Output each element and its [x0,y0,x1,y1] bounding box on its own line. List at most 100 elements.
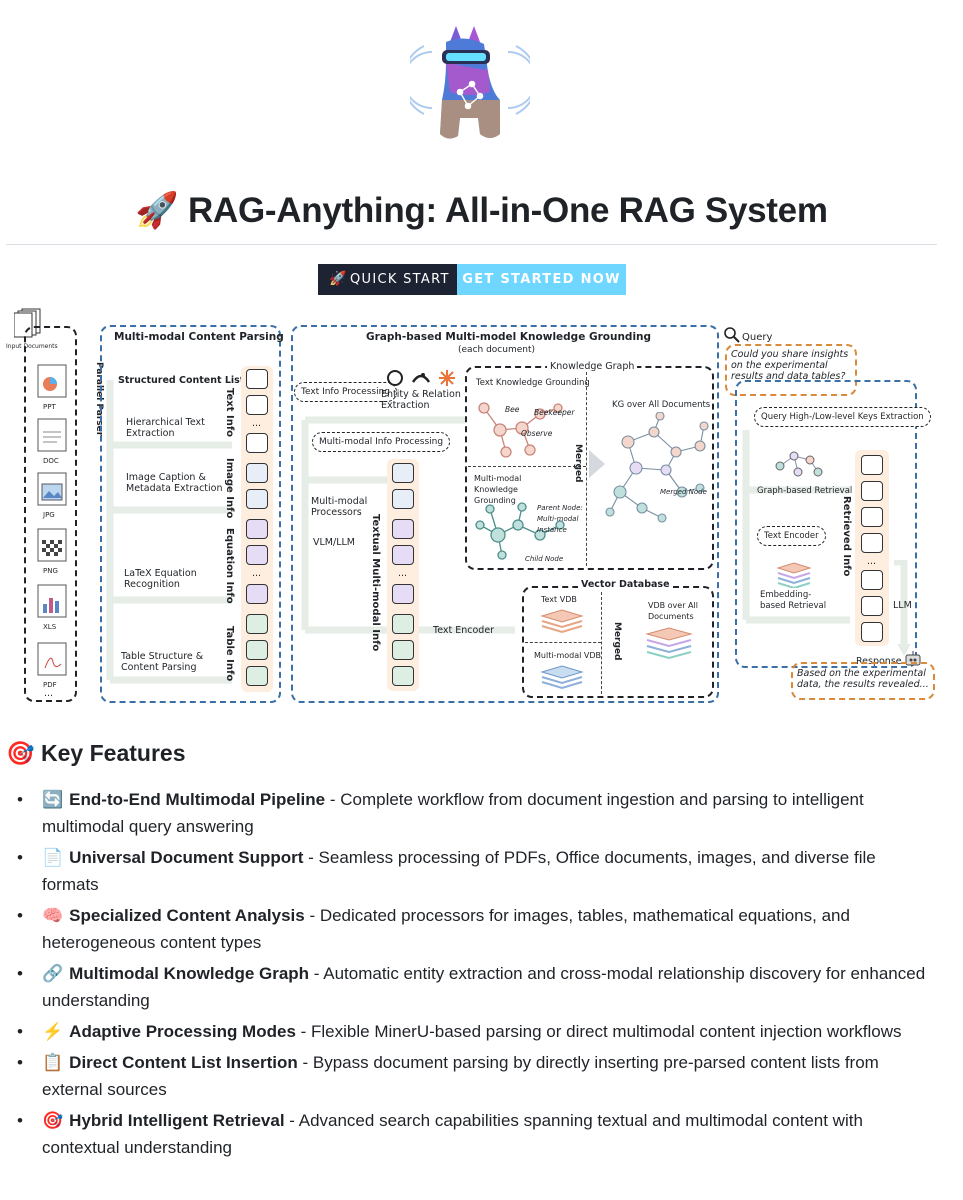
feature-name: Specialized Content Analysis [69,906,305,925]
retrieved-cell [861,596,883,616]
grounding-title: Graph-based Multi-model Knowledge Ground… [366,331,652,343]
feature-item: •🎯Hybrid Intelligent Retrieval - Advance… [0,1107,937,1161]
magnifier-icon [724,327,740,343]
equation-cell [392,545,414,565]
feature-list: •🔄End-to-End Multimodal Pipeline - Compl… [0,786,963,1165]
doc-type-ppt: PPT [43,403,56,411]
ellipsis: ... [867,556,877,567]
feature-item: • 🧠 Specialized Content Analysis - Dedicat… [0,902,937,956]
child-node-label: Child Node [525,555,564,563]
equation-cell [246,545,268,565]
query-text: Could you share insights on the experime… [731,349,849,382]
bullet: • [17,1111,23,1130]
retrieved-cell [861,622,883,642]
equation-cell [246,584,268,604]
table-cell [246,614,268,634]
feature-item: •📋Direct Content List Insertion - Bypass… [0,1049,937,1103]
kg-over-all-label: KG over All Documents [612,400,711,410]
vlm-llm-label: VLM/LLM [313,537,355,548]
grounding-subtitle: (each document) [458,345,535,355]
feature-description: - Flexible MinerU-based parsing or direc… [295,1022,902,1041]
text-cell [246,369,268,389]
text-vdb-label: Text VDB [541,595,577,604]
text-encoder-pill: Text Encoder [757,526,826,546]
bullet: • [17,848,23,867]
image-info-label: Image Info [224,458,235,519]
structured-list-label: Structured Content List [118,375,245,386]
quick-start-button[interactable]: 🚀 QUICK START [318,264,457,295]
png-file-icon [37,528,69,564]
image-cell [246,489,268,509]
feature-name: Direct Content List Insertion [69,1053,298,1072]
merged-node-label: Merged Node [660,488,707,496]
entity-relation-label: Entity & Relation Extraction [381,389,461,411]
feature-description: - Seamless processing of PDFs, Office do… [42,848,876,894]
retrieval-stack-icon [776,560,812,590]
observe-label: Observe [521,429,553,438]
retrieval-panel [735,380,917,668]
feature-item: •📄Universal Document Support - Seamless … [0,844,937,898]
latex-recognition-label: LaTeX Equation Recognition [124,568,197,590]
jpg-file-icon [37,472,69,508]
parent-node-label: Parent Node: Multi-modal Instance [537,504,583,534]
doc-type-jpg: JPG [43,511,55,519]
doc-type-pdf: PDF [43,681,57,689]
vdb-divider [525,642,601,643]
equation-cell [392,584,414,604]
rocket-icon: 🚀 [329,271,348,287]
vdb-over-all-label: VDB over All Documents [648,601,698,621]
retrieved-cell [861,455,883,475]
mm-vdb-label: Multi-modal VDB [534,651,601,660]
kg-vertical-divider [586,372,587,566]
response-label: Response [856,656,902,667]
get-started-button[interactable]: GET STARTED NOW [457,264,626,295]
table-cell [246,666,268,686]
multimodal-processors-label: Multi-modal Processors [311,496,368,518]
llama-logo [402,22,538,150]
bee-label: Bee [505,405,520,414]
table-parsing-label: Table Structure & Content Parsing [121,651,204,673]
bullet: • [17,1053,23,1072]
doc-type-xls: XLS [43,623,57,631]
title-divider [6,244,937,245]
xls-file-icon [37,584,69,620]
feature-item: •⚡Adaptive Processing Modes - Flexible M… [0,1018,937,1045]
graph-retrieval-label: Graph-based Retrieval [757,486,853,496]
parsing-flow-arrows [102,360,252,700]
doc-file-icon [37,418,69,454]
table-cell [392,640,414,660]
doc-type-more: ... [44,688,54,699]
response-text: Based on the experimental data, the resu… [797,668,929,690]
image-cell [246,463,268,483]
feature-name: End-to-End Multimodal Pipeline [69,790,326,809]
feature-emoji-icon: 🧠 [42,906,64,925]
llm-provider-icons [385,368,459,388]
bullet: • [17,906,23,925]
architecture-diagram: Input Documents PPT DOC JPG PNG XLS PDF … [0,300,963,710]
feature-name: Adaptive Processing Modes [69,1022,296,1041]
vdb-merged-label: Merged [612,622,622,661]
feature-description: - Bypass document parsing by directly in… [42,1053,879,1099]
image-caption-label: Image Caption & Metadata Extraction [126,472,223,494]
parallel-parser-label: Parallel Parser [94,362,104,437]
text-vdb-stack-icon [540,606,584,636]
equation-cell [246,519,268,539]
pdf-file-icon [37,642,69,678]
mm-kg-grounding-label: Multi-modal Knowledge Grounding [474,474,522,505]
embedding-retrieval-label: Embedding-based Retrieval [760,590,827,611]
multimodal-info-processing-pill: Multi-modal Info Processing [312,432,451,452]
feature-emoji-icon: ⚡ [42,1022,64,1041]
ellipsis: ... [398,568,408,579]
knowledge-graph-title: Knowledge Graph [547,361,638,372]
feature-description: - Automatic entity extraction and cross-… [42,964,926,1010]
retrieved-cell [861,570,883,590]
table-info-label: Table Info [224,626,235,682]
feature-description: - Advanced search capabilities spanning … [42,1111,863,1157]
vdb-all-stack-icon [644,624,694,664]
feature-emoji-icon: 🎯 [42,1111,64,1130]
text-info-processing-pill: Text Info Processing [294,382,398,402]
doc-type-png: PNG [43,567,58,575]
vector-db-title: Vector Database [578,579,673,590]
feature-description: - Dedicated processors for images, table… [42,906,850,952]
hierarchical-extraction-label: Hierarchical Text Extraction [126,417,205,439]
